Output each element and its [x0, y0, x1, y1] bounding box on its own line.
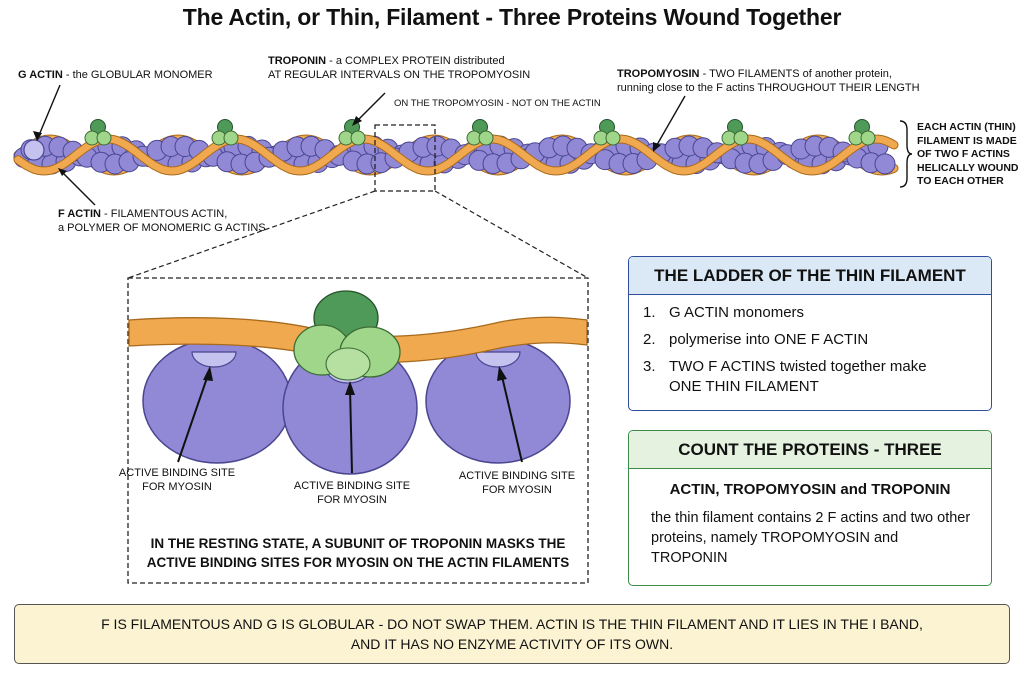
troponin-subunit: [478, 130, 494, 146]
ladder-step: 3.TWO F ACTINS twisted together make ONE…: [643, 358, 927, 395]
troponin-complex: [721, 119, 749, 146]
binding-site-right: [475, 351, 521, 368]
count-subheading: ACTIN, TROPOMYOSIN and TROPONIN: [669, 481, 951, 498]
side-note: EACH ACTIN (THIN) FILAMENT IS MADE OF TW…: [917, 121, 1019, 187]
ladder-step: 1.G ACTIN monomers: [643, 304, 805, 321]
troponin-label: TROPONIN - a COMPLEX PROTEIN distributed…: [268, 55, 531, 81]
g-actin-monomer-highlight: [23, 139, 45, 161]
footer-note: F IS FILAMENTOUS AND G IS GLOBULAR - DO …: [14, 604, 1010, 664]
g-actin-label: G ACTIN - the GLOBULAR MONOMER: [18, 69, 213, 81]
resting-state-caption: IN THE RESTING STATE, A SUBUNIT OF TROPO…: [146, 536, 570, 570]
troponin-complex: [84, 119, 112, 146]
detail-drawing: [128, 290, 588, 475]
binding-arrowhead-right: [497, 366, 507, 381]
binding-arrowhead-left: [203, 366, 213, 381]
binding-arrowhead-center: [345, 381, 355, 395]
troponin-subunit: [223, 130, 239, 146]
binding-site-left: [191, 351, 237, 368]
ladder-steps: 1.G ACTIN monomers 2.polymerise into ONE…: [629, 295, 991, 397]
troponin-complex: [338, 119, 366, 146]
g-actin-monomer: [874, 153, 896, 175]
zoom-guide-right: [434, 190, 589, 279]
troponin-subunit: [605, 130, 621, 146]
count-box: COUNT THE PROTEINS - THREE ACTIN, TROPOM…: [628, 430, 992, 586]
troponin-complex: [593, 119, 621, 146]
ladder-heading: THE LADDER OF THE THIN FILAMENT: [629, 257, 991, 295]
callout-arrows: [33, 84, 913, 206]
zoom-guide-left: [127, 190, 376, 279]
count-text: the thin filament contains 2 F actins an…: [651, 510, 971, 566]
troponin-subunit-bottom: [325, 347, 371, 381]
troponin-subunit: [350, 130, 366, 146]
troponin-subunit: [733, 130, 749, 146]
tropomyosin-arrow: [653, 95, 686, 151]
ladder-box: THE LADDER OF THE THIN FILAMENT 1.G ACTI…: [628, 256, 992, 411]
troponin-subunit: [860, 130, 876, 146]
troponin-complex: [466, 119, 494, 146]
binding-arrow-center: [349, 387, 353, 474]
ladder-step: 2.polymerise into ONE F ACTIN: [643, 331, 869, 348]
f-actin-label: F ACTIN - FILAMENTOUS ACTIN,a POLYMER OF…: [58, 208, 266, 234]
troponin-complex: [848, 119, 876, 146]
troponin-complex: [211, 119, 239, 146]
troponin-subunit: [96, 130, 112, 146]
f-actin-arrow: [59, 169, 96, 206]
zoom-source-box: [374, 124, 436, 192]
tropomyosin-label: TROPOMYOSIN - TWO FILAMENTS of another p…: [617, 68, 920, 94]
g-actin-arrow: [36, 84, 61, 141]
page-title: The Actin, or Thin, Filament - Three Pro…: [182, 4, 842, 30]
binding-arrow-right: [500, 371, 523, 463]
binding-arrow-left: [177, 371, 210, 463]
troponin-note: ON THE TROPOMYOSIN - NOT ON THE ACTIN: [394, 98, 601, 109]
side-brace: [899, 120, 913, 188]
actin-filament-strand: [13, 119, 899, 176]
count-heading: COUNT THE PROTEINS - THREE: [629, 431, 991, 469]
